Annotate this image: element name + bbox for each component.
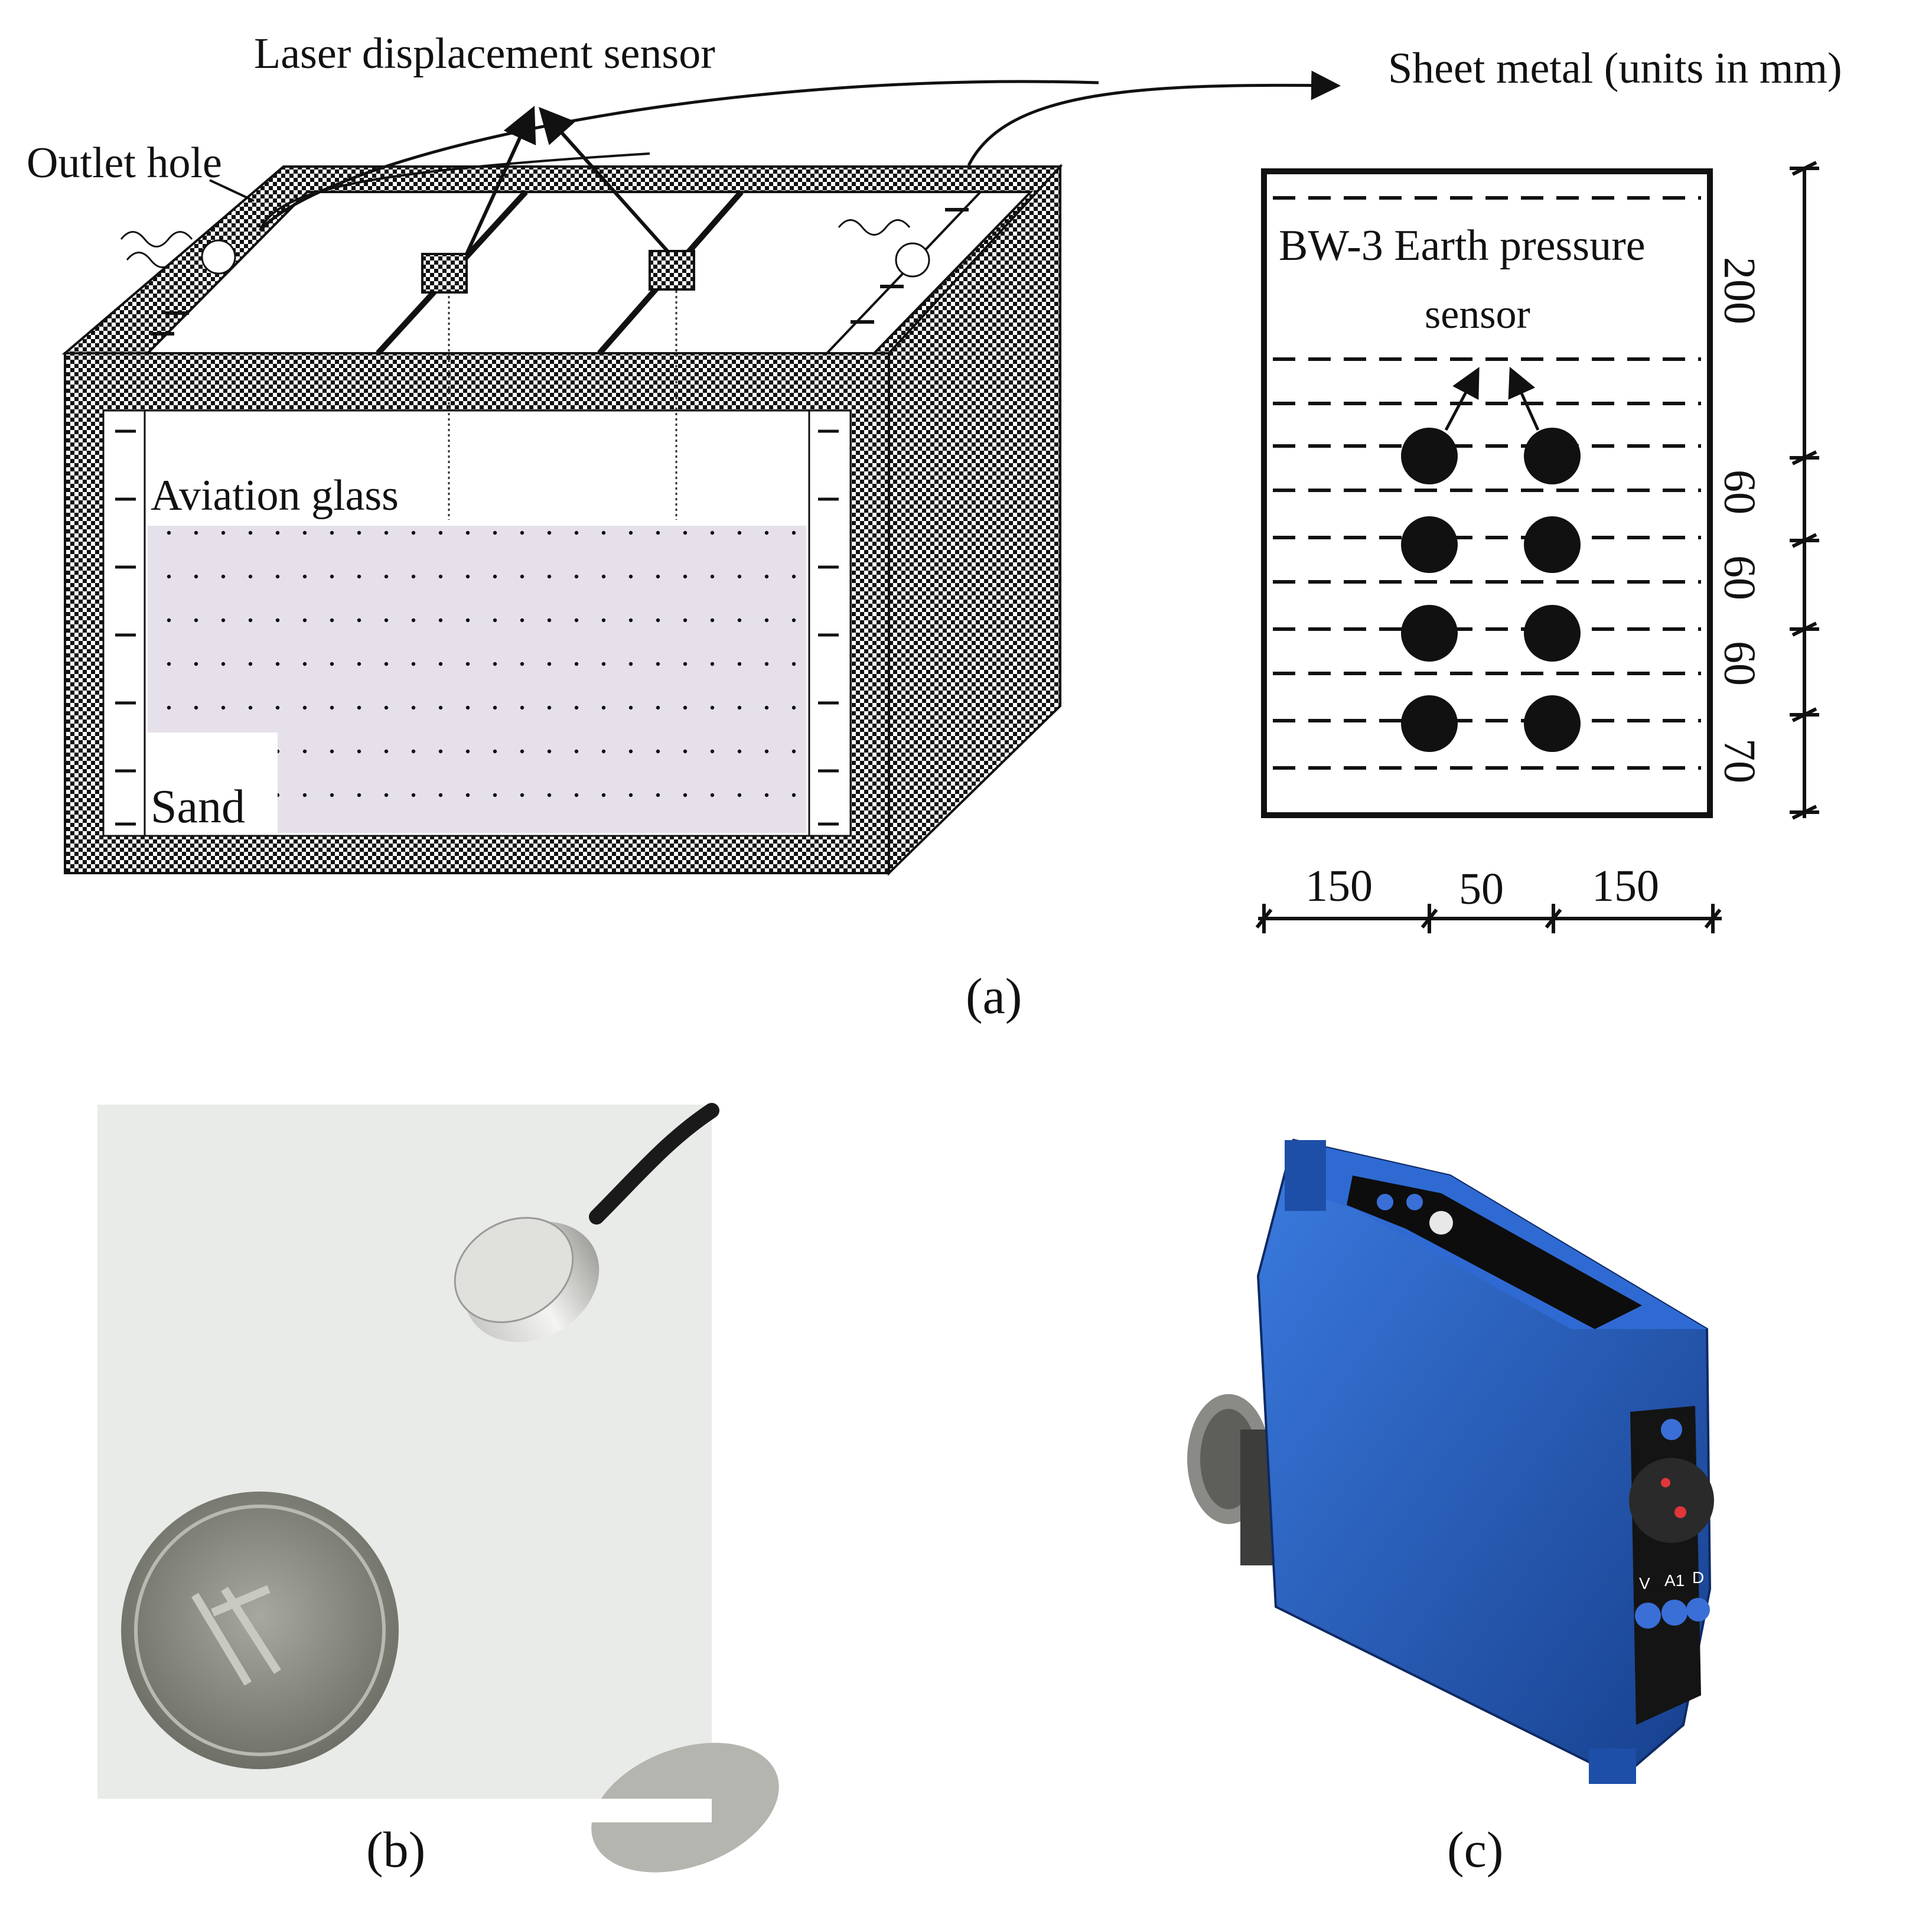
sheet-metal-plan — [1255, 161, 1819, 933]
test-box-diagram — [61, 70, 1341, 876]
vdim-70: 70 — [1715, 738, 1764, 783]
sensor-cylinder — [454, 1217, 600, 1342]
button-d — [1686, 1598, 1710, 1622]
vdim-200: 200 — [1715, 257, 1764, 324]
scale-ticks-right — [818, 429, 839, 826]
laser-sensor-label: Laser displacement sensor — [254, 30, 715, 78]
caption-c: (c) — [1447, 1821, 1503, 1878]
front-panel — [1630, 1406, 1701, 1725]
hdim-150-left: 150 — [1305, 861, 1373, 911]
scale-ticks-left — [115, 429, 136, 826]
sand-label: Sand — [151, 781, 245, 833]
outlet-hole-right-icon — [838, 208, 969, 324]
vdim-60-a: 60 — [1715, 470, 1764, 515]
sheet-metal-label: Sheet metal (units in mm) — [1388, 44, 1842, 93]
caption-a: (a) — [966, 968, 1022, 1024]
photo-laser-sensor: V A1 D — [1187, 1138, 1714, 1784]
hdim-150-right: 150 — [1592, 861, 1659, 911]
horizontal-dimension — [1255, 904, 1722, 933]
earth-sensor-label-1: BW-3 Earth pressure — [1279, 222, 1646, 270]
earth-sensor-label-2: sensor — [1425, 292, 1530, 337]
earth-pressure-sensor-dots — [1401, 428, 1581, 752]
front-label-d: D — [1692, 1568, 1704, 1587]
front-label-v: V — [1639, 1574, 1650, 1593]
vdim-60-b: 60 — [1715, 555, 1764, 600]
outlet-hole-left-icon — [120, 231, 236, 336]
lens-icon — [1629, 1458, 1714, 1543]
outlet-hole-label: Outlet hole — [27, 139, 222, 187]
caption-b: (b) — [366, 1821, 425, 1878]
laser-sensor-block-2 — [649, 250, 695, 291]
laser-sensor-block-1 — [421, 253, 468, 294]
aviation-glass-label: Aviation glass — [151, 471, 399, 520]
top-label-strip — [1347, 1176, 1642, 1329]
button-v — [1635, 1603, 1661, 1629]
button-a1 — [1661, 1600, 1687, 1626]
hdim-50: 50 — [1459, 864, 1504, 914]
vertical-dimension — [1790, 161, 1819, 820]
photo-earth-pressure-sensor — [97, 1103, 779, 1873]
sheet-dashed-lines — [1273, 196, 1701, 770]
vdim-60-c: 60 — [1715, 641, 1764, 686]
front-label-a1: A1 — [1664, 1571, 1685, 1590]
coin — [121, 1492, 399, 1769]
